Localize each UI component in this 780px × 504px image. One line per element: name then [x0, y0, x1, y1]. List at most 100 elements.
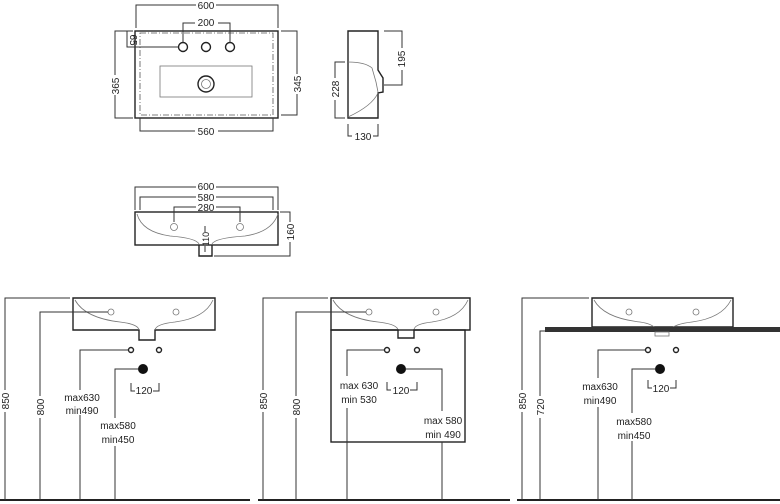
- front-outline: [134, 211, 279, 246]
- dim-height-850: 850: [259, 392, 270, 409]
- installation-cabinet: 850 800 max 630 min 530 max 580 min 490 …: [258, 297, 510, 501]
- supply-range-min: min 530: [341, 395, 377, 406]
- supply-connection-icon: [127, 346, 135, 354]
- tap-hole-center: [200, 41, 212, 53]
- dim-line-720: [539, 330, 545, 500]
- dim-line-850: [4, 297, 70, 500]
- dim-depth-inner: 345: [293, 75, 304, 92]
- waste-range-min: min450: [618, 431, 651, 442]
- dim-line-228: [334, 61, 345, 119]
- basin-front: [591, 297, 734, 328]
- waste-range-max: max580: [100, 421, 136, 432]
- dim-height-850: 850: [518, 392, 529, 409]
- inner-rim-line: [139, 32, 274, 116]
- supply-dim-line: [597, 349, 645, 500]
- supply-connection-icon: [672, 346, 680, 354]
- cabinet-outline: [330, 329, 466, 443]
- basin-front: [72, 297, 216, 341]
- dim-line-130: [347, 124, 379, 137]
- dim-height-800: 800: [292, 398, 303, 415]
- supply-connection-icon: [644, 346, 652, 354]
- bowl-outline: [159, 65, 253, 98]
- tap-hole-left: [177, 41, 189, 53]
- side-bowl-curve: [347, 92, 379, 118]
- dim-height-720: 720: [536, 398, 547, 415]
- dim-front-width: 600: [198, 182, 215, 193]
- tap-hole-left: [170, 223, 178, 231]
- tap-hole: [692, 308, 700, 316]
- supply-range-min: min490: [66, 406, 99, 417]
- waste-range-min: min 490: [425, 430, 461, 441]
- waste-dim-line: [406, 368, 443, 500]
- dim-front-inner: 580: [198, 193, 215, 204]
- dim-line-560: [139, 118, 274, 132]
- supply-connection-icon: [155, 346, 163, 354]
- tap-hole: [432, 308, 440, 316]
- tap-hole: [107, 308, 115, 316]
- drain-inner: [201, 79, 211, 89]
- dim-drain-height: 110: [201, 232, 211, 246]
- dim-line-600: [134, 186, 279, 210]
- dim-line-800: [295, 311, 366, 500]
- basin-front: [330, 297, 471, 339]
- supply-dim-line: [79, 349, 128, 500]
- dim-line-800: [39, 311, 108, 500]
- dim-line-345: [281, 30, 298, 116]
- plan-view: 600 200 65 365 345 560: [111, 1, 304, 138]
- supply-connection-icon: [413, 346, 421, 354]
- dim-line-120: [386, 382, 418, 391]
- waste-range-max: max580: [616, 417, 652, 428]
- dim-line-850: [521, 297, 589, 500]
- dim-line-120: [130, 383, 160, 392]
- supply-range-max: max 630: [340, 381, 379, 392]
- waste-outlet-icon: [655, 364, 665, 374]
- dim-line-65: [126, 31, 178, 48]
- dim-line-580: [139, 196, 274, 210]
- tap-hole: [172, 308, 180, 316]
- dim-depth-overall: 365: [111, 77, 122, 94]
- label-bg: [1, 390, 10, 412]
- drain-stub: [654, 331, 670, 337]
- dim-tap-offset: 65: [127, 34, 138, 46]
- dim-hole-spacing: 280: [198, 203, 215, 214]
- waste-outlet-icon: [396, 364, 406, 374]
- dim-line-200: [182, 22, 231, 42]
- countertop: [545, 327, 780, 332]
- label-bg: [35, 396, 45, 418]
- bowl-curve: [74, 299, 214, 331]
- waste-range-min: min450: [102, 435, 135, 446]
- tap-hole-right: [236, 223, 244, 231]
- front-view: 600 580 280 160 110: [134, 182, 297, 257]
- tap-hole-right: [224, 41, 236, 53]
- supply-range-min: min490: [584, 396, 617, 407]
- waste-dim-line: [631, 368, 655, 500]
- dim-side-height: 195: [397, 50, 408, 67]
- installation-pedestal-free: 850 800 max630 min490 max580 min450 120: [0, 297, 250, 501]
- dim-height-800: 800: [36, 398, 47, 415]
- supply-spacing: 120: [653, 384, 670, 395]
- waste-range-max: max 580: [424, 416, 463, 427]
- dim-line-365: [114, 30, 133, 119]
- basin-outline: [134, 30, 279, 119]
- supply-connection-icon: [383, 346, 391, 354]
- dim-line-195: [384, 30, 403, 86]
- dim-height-850: 850: [1, 392, 12, 409]
- dim-width-overall: 600: [198, 1, 215, 12]
- dim-tap-spacing: 200: [198, 18, 215, 29]
- label-bg: [517, 390, 527, 412]
- side-bowl-top: [347, 61, 379, 93]
- label-bg: [291, 396, 301, 418]
- dim-line-600: [135, 4, 279, 28]
- side-view: 195 228 130: [331, 30, 408, 143]
- dim-line-120: [647, 380, 677, 389]
- dim-line-160: [214, 211, 291, 257]
- dim-bowl-height: 228: [331, 80, 342, 97]
- supply-range-max: max630: [582, 382, 618, 393]
- dim-line-280: [173, 206, 241, 222]
- dim-line-850: [262, 297, 328, 500]
- waste-dim-line: [114, 368, 138, 500]
- bowl-curve: [332, 299, 469, 331]
- installation-countertop: 850 720 max630 min490 max580 min450 120: [517, 297, 780, 501]
- supply-spacing: 120: [136, 386, 153, 397]
